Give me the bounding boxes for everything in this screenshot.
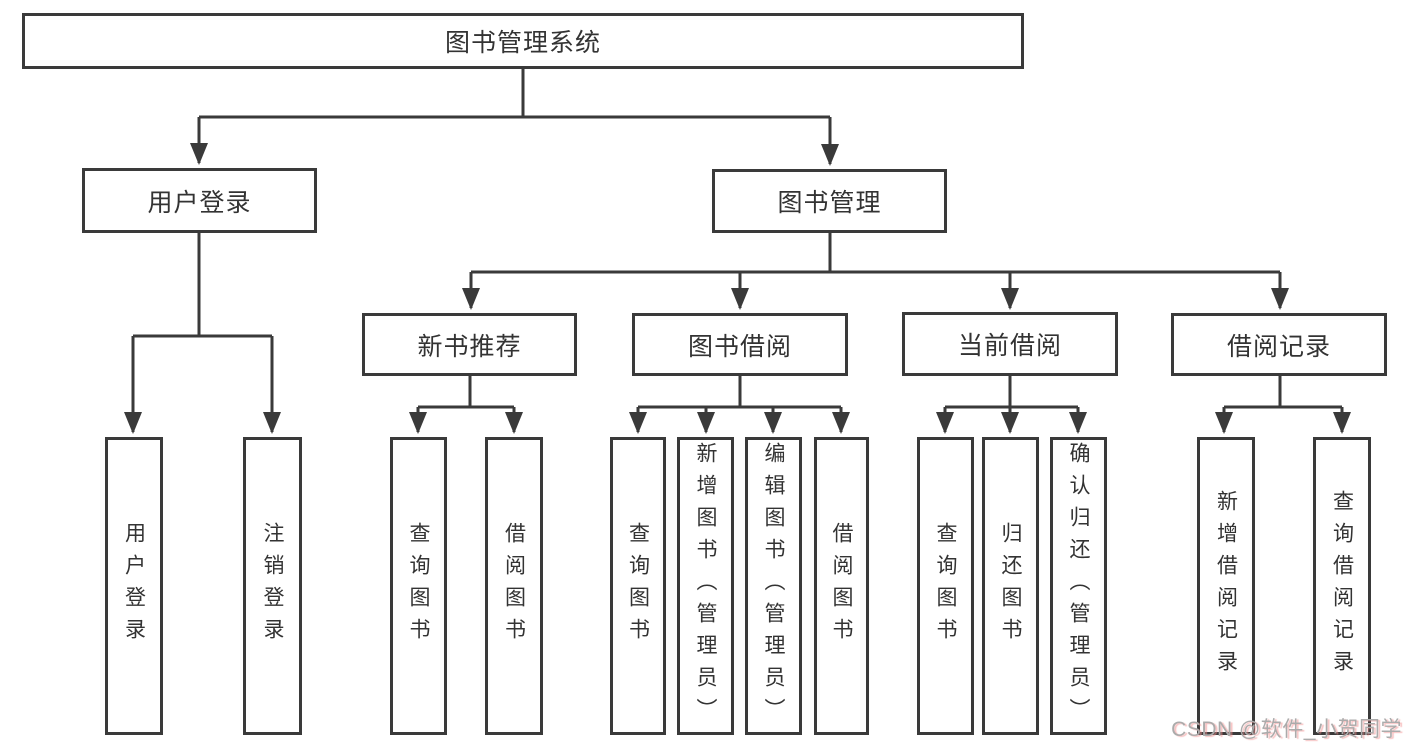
leaf-query-books-recommend: 查询图书 bbox=[390, 437, 447, 735]
leaf-confirm-return-admin: 确认归还（管理员） bbox=[1050, 437, 1107, 735]
connector-borrowing-records bbox=[1215, 376, 1351, 434]
leaf-query-books-borrowing: 查询图书 bbox=[610, 437, 666, 735]
leaf-add-books-admin: 新增图书（管理员） bbox=[677, 437, 734, 735]
leaf-logout-label: 注销登录 bbox=[261, 522, 284, 650]
node-user-login: 用户登录 bbox=[82, 168, 317, 233]
leaf-add-books-admin-label: 新增图书（管理员） bbox=[694, 442, 717, 730]
connector-current-borrowing bbox=[936, 376, 1087, 434]
connector-root bbox=[190, 68, 839, 166]
node-borrowing-records: 借阅记录 bbox=[1171, 313, 1387, 376]
leaf-edit-books-admin: 编辑图书（管理员） bbox=[745, 437, 802, 735]
leaf-add-borrow-record-label: 新增借阅记录 bbox=[1214, 490, 1238, 682]
node-library-management-system: 图书管理系统 bbox=[22, 13, 1024, 69]
node-book-management: 图书管理 bbox=[712, 169, 947, 233]
leaf-borrow-books-recommend: 借阅图书 bbox=[485, 437, 543, 735]
leaf-query-borrow-record: 查询借阅记录 bbox=[1313, 437, 1371, 735]
leaf-query-books-current-label: 查询图书 bbox=[934, 522, 957, 650]
leaf-borrow-books-borrowing: 借阅图书 bbox=[814, 437, 869, 735]
leaf-query-books-borrowing-label: 查询图书 bbox=[626, 522, 650, 650]
leaf-user-login-label: 用户登录 bbox=[122, 522, 146, 650]
leaf-borrow-books-borrowing-label: 借阅图书 bbox=[830, 522, 853, 650]
leaf-confirm-return-admin-label: 确认归还（管理员） bbox=[1067, 442, 1090, 730]
watermark: CSDN @软件_小贺同学 bbox=[1171, 718, 1402, 741]
leaf-user-login: 用户登录 bbox=[105, 437, 163, 735]
connector-user-login bbox=[124, 233, 281, 434]
leaf-borrow-books-recommend-label: 借阅图书 bbox=[502, 522, 526, 650]
node-book-borrowing: 图书借阅 bbox=[632, 313, 848, 376]
leaf-add-borrow-record: 新增借阅记录 bbox=[1197, 437, 1255, 735]
connector-book-borrowing bbox=[629, 376, 850, 434]
connector-new-book-recommendation bbox=[409, 376, 523, 434]
leaf-return-books: 归还图书 bbox=[982, 437, 1039, 735]
leaf-query-books-current: 查询图书 bbox=[917, 437, 974, 735]
node-new-book-recommendation: 新书推荐 bbox=[362, 313, 577, 376]
leaf-edit-books-admin-label: 编辑图书（管理员） bbox=[762, 442, 785, 730]
node-current-borrowing: 当前借阅 bbox=[902, 312, 1118, 376]
leaf-query-borrow-record-label: 查询借阅记录 bbox=[1330, 490, 1354, 682]
connector-book-management bbox=[462, 233, 1289, 310]
leaf-query-books-recommend-label: 查询图书 bbox=[407, 522, 430, 650]
leaf-return-books-label: 归还图书 bbox=[999, 522, 1022, 650]
leaf-logout: 注销登录 bbox=[243, 437, 302, 735]
